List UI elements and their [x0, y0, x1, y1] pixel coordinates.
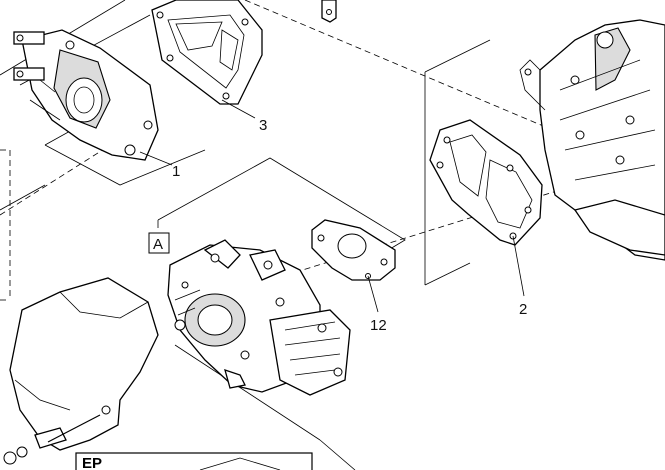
silencer-cover	[3, 277, 159, 465]
ref-box-a: A	[148, 232, 170, 254]
ep-panel: EP	[75, 452, 313, 470]
intake-manifold-1	[13, 29, 159, 161]
gasket-2	[429, 119, 543, 246]
callout-1: 1	[172, 163, 180, 180]
engine-block	[519, 19, 665, 261]
callout-12: 12	[370, 317, 387, 334]
callout-2: 2	[519, 301, 527, 318]
linkage-fitting	[321, 0, 337, 23]
gasket-12	[311, 219, 396, 281]
ref-box-a-label: A	[153, 236, 163, 253]
callout-3: 3	[259, 117, 267, 134]
leader-lines	[139, 99, 525, 313]
ep-label: EP	[82, 455, 102, 470]
carburetor-assembly	[167, 239, 351, 396]
gasket-3	[151, 0, 263, 105]
